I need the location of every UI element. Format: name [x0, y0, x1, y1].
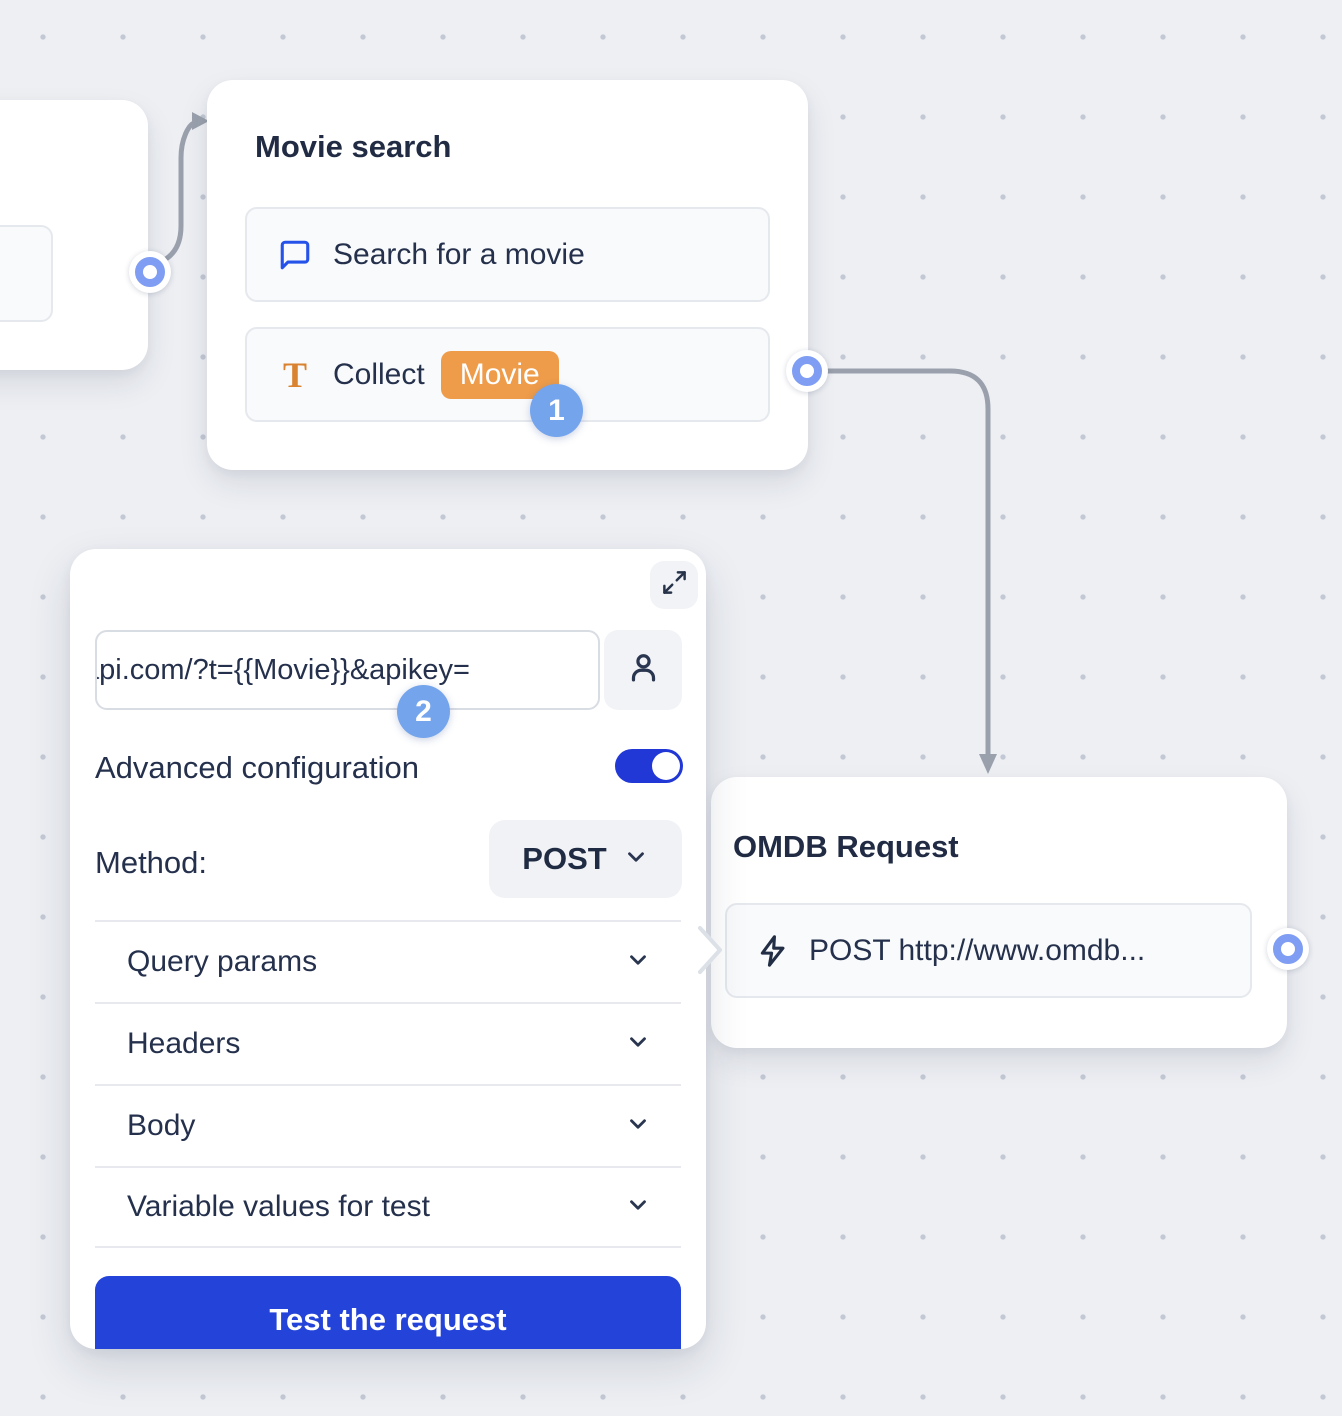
- port-ring: [135, 257, 165, 287]
- node-item-label: POST http://www.omdb...: [809, 933, 1146, 967]
- panel-pointer-notch: [698, 926, 722, 974]
- section-query-params[interactable]: Query params: [95, 920, 681, 1002]
- text-input-icon: T: [282, 354, 307, 395]
- url-input-value: api.com/?t={{Movie}}&apikey=: [95, 653, 470, 686]
- test-request-button[interactable]: Test the request: [95, 1276, 681, 1349]
- chevron-down-icon: [625, 1192, 651, 1223]
- node-title: Movie search: [255, 129, 452, 164]
- node-title: OMDB Request: [733, 829, 959, 864]
- lightning-icon: [755, 933, 791, 969]
- section-body[interactable]: Body: [95, 1084, 681, 1166]
- toggle-knob: [652, 752, 680, 780]
- chevron-down-icon: [623, 844, 649, 875]
- chevron-down-icon: [625, 1111, 651, 1142]
- variable-badge[interactable]: Movie: [440, 350, 559, 399]
- chat-bubble-icon: [277, 237, 313, 273]
- port-ring: [792, 356, 822, 386]
- section-headers[interactable]: Headers: [95, 1002, 681, 1084]
- node-card-movie-search[interactable]: Movie search Search for a movie T Collec…: [207, 80, 808, 470]
- expand-icon: [661, 569, 688, 601]
- node-card-partial[interactable]: [0, 100, 148, 370]
- output-port[interactable]: [1267, 928, 1309, 970]
- section-variable-values[interactable]: Variable values for test: [95, 1166, 681, 1248]
- output-port[interactable]: [129, 251, 171, 293]
- node-item-label: Collect: [333, 357, 425, 391]
- method-select[interactable]: POST: [489, 820, 682, 898]
- step-badge-2: 2: [397, 685, 450, 738]
- node-item-webhook-request[interactable]: POST http://www.omdb...: [725, 903, 1252, 998]
- advanced-config-toggle[interactable]: [615, 749, 683, 783]
- collapsible-sections: Query params Headers Body Variable value…: [95, 920, 681, 1248]
- connector-movie-to-omdb: [804, 368, 991, 757]
- method-value: POST: [522, 841, 607, 876]
- arrowhead-down-icon: [979, 754, 997, 774]
- person-icon: [625, 649, 662, 691]
- node-item-label: Search for a movie: [333, 237, 585, 271]
- node-item-partial[interactable]: [0, 225, 53, 322]
- step-badge-1: 1: [530, 384, 583, 437]
- connector-to-movie-search: [155, 119, 199, 266]
- method-label: Method:: [95, 845, 208, 880]
- port-ring: [1273, 934, 1303, 964]
- variables-button[interactable]: [604, 630, 682, 710]
- expand-button[interactable]: [650, 561, 698, 609]
- chevron-down-icon: [625, 947, 651, 978]
- node-item-search-for-movie[interactable]: Search for a movie: [245, 207, 770, 302]
- node-item-collect-movie[interactable]: T Collect Movie: [245, 327, 770, 422]
- output-port[interactable]: [786, 350, 828, 392]
- webhook-config-panel: api.com/?t={{Movie}}&apikey= Advanced co…: [70, 549, 706, 1349]
- node-card-omdb-request[interactable]: OMDB Request POST http://www.omdb...: [711, 777, 1287, 1048]
- advanced-configuration-label: Advanced configuration: [95, 750, 420, 785]
- url-input[interactable]: api.com/?t={{Movie}}&apikey=: [95, 630, 600, 710]
- chevron-down-icon: [625, 1029, 651, 1060]
